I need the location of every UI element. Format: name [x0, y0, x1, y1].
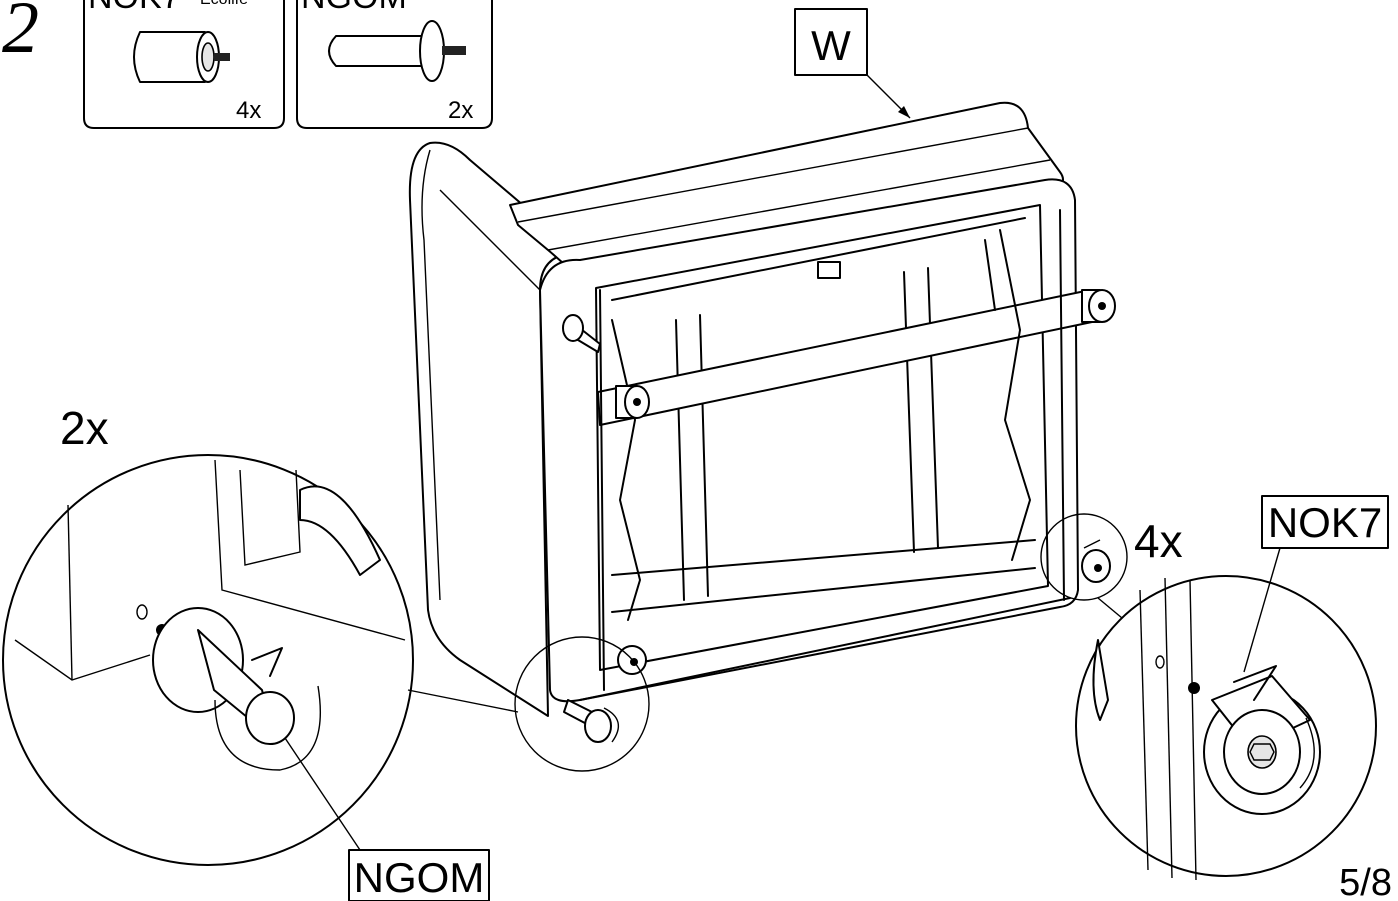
foot-bottom-right — [1081, 539, 1111, 583]
module-label-w: W — [794, 8, 911, 119]
right-quantity: 4x — [1134, 515, 1183, 567]
step-number: 2 — [2, 0, 39, 69]
nok7-callout-box: NOK7 — [1243, 495, 1389, 673]
nok7-foot-zoom — [1203, 665, 1321, 815]
ngom-glide-zoom — [152, 607, 322, 771]
glide-bottom-left — [563, 699, 620, 743]
module-label-w-text: W — [811, 22, 851, 69]
parts-box-ngom-qty: 2x — [448, 97, 473, 124]
parts-box-nok7: NOK7 Ecolife 4x — [83, 0, 285, 129]
nok7-foot-icon — [133, 31, 230, 83]
ngom-callout-text: NGOM — [354, 854, 485, 901]
parts-box-nok7-qty: 4x — [236, 97, 261, 124]
ngom-glide-icon — [328, 20, 466, 82]
ngom-callout-box: NGOM — [348, 849, 490, 901]
parts-box-nok7-code: NOK7 — [88, 0, 181, 16]
glide-top-left — [562, 314, 601, 353]
leader-right — [1097, 597, 1123, 619]
foot-top-right — [1081, 289, 1116, 323]
detail-circle-left-source — [514, 636, 650, 772]
nok7-callout-text: NOK7 — [1268, 499, 1382, 546]
detail-circle-right-source — [1040, 513, 1128, 601]
page-number: 5/8 — [1339, 862, 1392, 901]
parts-box-ngom-code: NGOM — [301, 0, 407, 16]
zoom-detail-left — [2, 454, 414, 866]
furniture-frame — [408, 101, 1116, 717]
parts-box-nok7-extra: Ecolife — [200, 0, 248, 8]
left-quantity: 2x — [60, 402, 109, 454]
foot-mid-left — [615, 385, 650, 419]
leader-left — [407, 689, 519, 713]
zoom-detail-right — [1075, 575, 1377, 881]
parts-box-ngom: NGOM 2x — [296, 0, 493, 129]
